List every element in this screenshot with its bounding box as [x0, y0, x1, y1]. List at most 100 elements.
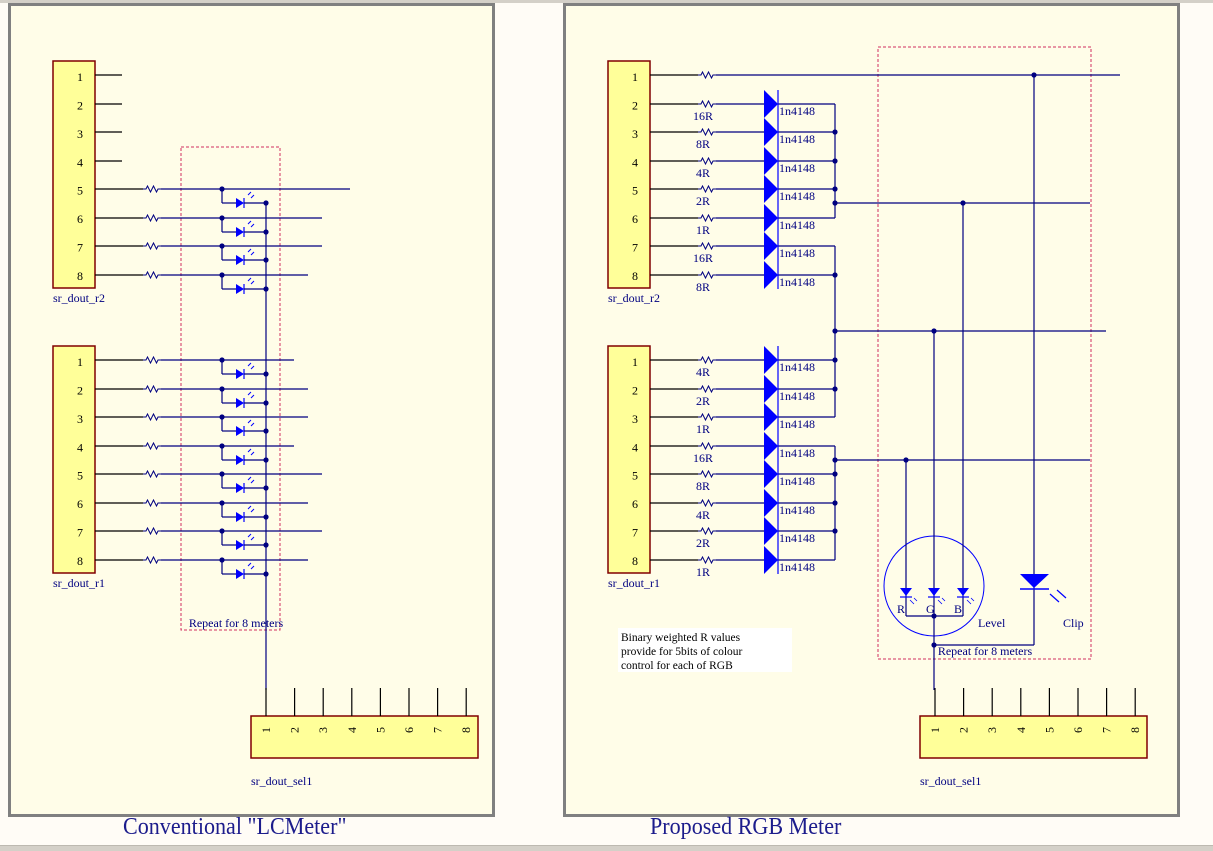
resistor-value: 4R [696, 166, 710, 180]
rgb-channel-label: R [897, 602, 905, 616]
diode-icon [764, 90, 778, 118]
connector-pin-number: 3 [985, 727, 999, 733]
diode-icon [764, 546, 778, 574]
connector-body [250, 715, 479, 759]
connector-pin-number: 8 [77, 554, 83, 568]
junction-dot [931, 642, 937, 648]
junction-dot [832, 386, 838, 392]
junction-dot [832, 500, 838, 506]
resistor-value: 4R [696, 365, 710, 379]
junction-dot [832, 186, 838, 192]
left-schematic: 12345678sr_dout_r212345678sr_dout_r1Repe… [52, 60, 479, 788]
resistor-icon [143, 555, 161, 565]
connector-pin-number: 2 [957, 727, 971, 733]
connector-pin-number: 3 [77, 412, 83, 426]
connector-pin-number: 7 [77, 525, 83, 539]
connector-pin-number: 6 [77, 497, 83, 511]
resistor-value: 2R [696, 536, 710, 550]
light-emission-icon [247, 505, 255, 513]
diode-icon [764, 403, 778, 431]
connector-pin-number: 4 [1014, 727, 1028, 733]
diode-part-label: 1n4148 [779, 189, 815, 203]
light-emission-icon [247, 362, 255, 370]
connector-pin-number: 2 [77, 384, 83, 398]
repeat-label: Repeat for 8 meters [938, 644, 1033, 658]
sel-connector-label: sr_dout_sel1 [251, 774, 312, 788]
connector-pin-number: 3 [632, 412, 638, 426]
led-icon [236, 369, 244, 379]
repeat-box [877, 46, 1092, 660]
connector-pin-number: 8 [77, 269, 83, 283]
resistor-value: 16R [693, 251, 713, 265]
connector-pin-number: 6 [632, 497, 638, 511]
clip-led-label: Clip [1063, 616, 1084, 630]
diode-icon [764, 375, 778, 403]
r2-connector-label: sr_dout_r2 [53, 291, 105, 305]
connector-pin-number: 5 [77, 184, 83, 198]
diode-icon [764, 517, 778, 545]
diode-icon [764, 489, 778, 517]
diode-part-label: 1n4148 [779, 503, 815, 517]
connector-pin-number: 6 [402, 727, 416, 733]
resistor-value: 1R [696, 422, 710, 436]
rgb-led-diode-icon [900, 588, 912, 596]
note-text-line: Binary weighted R values [621, 632, 741, 644]
resistor-icon [143, 384, 161, 394]
resistor-value: 1R [696, 565, 710, 579]
diode-icon [764, 147, 778, 175]
resistor-icon [698, 156, 716, 166]
resistor-icon [143, 241, 161, 251]
light-emission-icon [247, 220, 255, 228]
resistor-icon [698, 355, 716, 365]
connector-pin-number: 2 [632, 99, 638, 113]
light-emission-icon [247, 248, 255, 256]
light-emission-icon [909, 597, 918, 605]
led-icon [236, 512, 244, 522]
light-emission-icon [247, 277, 255, 285]
resistor-icon [698, 469, 716, 479]
connector-pin-number: 4 [632, 155, 638, 169]
connector-pin-number: 4 [77, 440, 83, 454]
light-emission-icon [966, 597, 975, 605]
connector-pin-number: 6 [1071, 727, 1085, 733]
resistor-icon [143, 498, 161, 508]
resistor-icon [698, 384, 716, 394]
connector-pin-number: 4 [632, 440, 638, 454]
diode-part-label: 1n4148 [779, 474, 815, 488]
r1-connector-label: sr_dout_r1 [608, 576, 660, 590]
junction-dot [832, 158, 838, 164]
diode-icon [764, 432, 778, 460]
level-led-label: Level [978, 616, 1006, 630]
sel-connector-label: sr_dout_sel1 [920, 774, 981, 788]
diode-icon [764, 204, 778, 232]
resistor-value: 1R [696, 223, 710, 237]
connector-pin-number: 2 [77, 99, 83, 113]
led-icon [236, 198, 244, 208]
diode-part-label: 1n4148 [779, 360, 815, 374]
connector-pin-number: 5 [632, 184, 638, 198]
resistor-icon [698, 184, 716, 194]
led-icon [236, 227, 244, 237]
diode-part-label: 1n4148 [779, 104, 815, 118]
connector-pin-number: 8 [459, 727, 473, 733]
resistor-value: 16R [693, 109, 713, 123]
resistor-icon [143, 469, 161, 479]
light-emission-icon [247, 419, 255, 427]
light-emission-icon [247, 448, 255, 456]
connector-pin-number: 1 [77, 355, 83, 369]
note-text-line: provide for 5bits of colour [621, 646, 743, 658]
right-schematic: 12345678sr_dout_r212345678sr_dout_r1Repe… [607, 46, 1148, 788]
resistor-value: 8R [696, 280, 710, 294]
diode-part-label: 1n4148 [779, 560, 815, 574]
connector-pin-number: 6 [632, 212, 638, 226]
light-emission-icon [247, 191, 255, 199]
connector-pin-number: 7 [632, 525, 638, 539]
resistor-value: 4R [696, 508, 710, 522]
resistor-value: 8R [696, 137, 710, 151]
connector-pin-number: 1 [632, 355, 638, 369]
resistor-icon [698, 498, 716, 508]
resistor-icon [143, 355, 161, 365]
rgb-channel-label: G [926, 602, 935, 616]
diode-part-label: 1n4148 [779, 161, 815, 175]
diode-part-label: 1n4148 [779, 132, 815, 146]
